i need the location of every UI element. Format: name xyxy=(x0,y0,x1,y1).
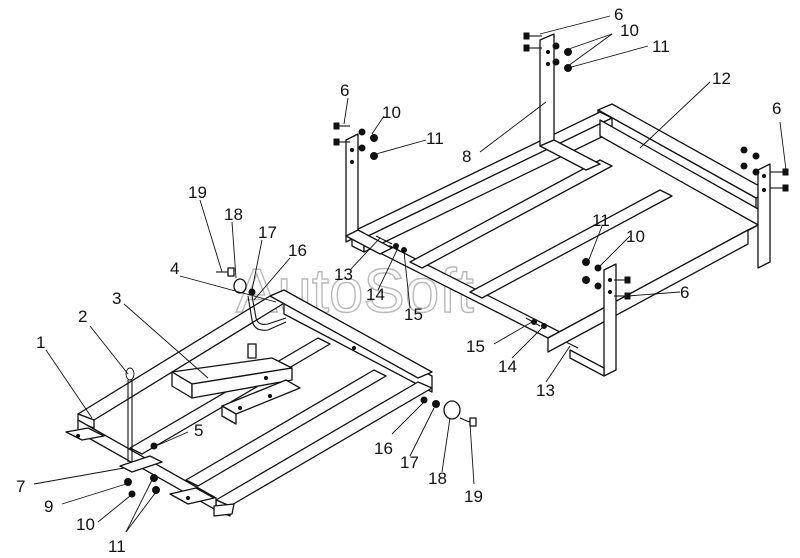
callout-6: 6 xyxy=(340,81,349,100)
callout-18: 18 xyxy=(224,205,243,224)
callout-18: 18 xyxy=(428,469,447,488)
callout-2: 2 xyxy=(78,307,87,326)
bolt-icon xyxy=(523,44,542,52)
callout-10: 10 xyxy=(76,515,95,534)
callout-14: 14 xyxy=(498,357,517,376)
bolt-icon xyxy=(770,184,789,192)
fasteners-lower-right xyxy=(420,396,477,427)
callout-3: 3 xyxy=(112,289,121,308)
callout-6: 6 xyxy=(614,5,623,24)
upper-frame-12 xyxy=(345,33,771,377)
callout-9: 9 xyxy=(44,497,53,516)
watermark-text: AutoSoft xyxy=(236,257,474,326)
callout-16: 16 xyxy=(288,241,307,260)
bolt-icon xyxy=(333,122,350,130)
callout-1: 1 xyxy=(36,333,45,352)
callout-11: 11 xyxy=(652,37,670,56)
callout-6: 6 xyxy=(772,99,781,118)
callout-6: 6 xyxy=(680,283,689,302)
callout-8: 8 xyxy=(462,147,471,166)
leader-lines xyxy=(33,15,787,533)
washers-nuts-upper xyxy=(358,42,760,290)
callout-11: 11 xyxy=(108,537,126,556)
callout-10: 10 xyxy=(626,227,645,246)
bolt-icon xyxy=(770,168,789,176)
bolt-icon xyxy=(523,32,542,40)
callout-11: 11 xyxy=(592,211,610,230)
fasteners-upper-left xyxy=(216,267,287,359)
callout-5: 5 xyxy=(194,421,203,440)
callout-19: 19 xyxy=(464,487,483,506)
callout-12: 12 xyxy=(712,69,731,88)
pins-upper xyxy=(375,235,579,349)
callout-labels: 6 10 11 12 6 10 11 8 6 11 10 6 13 14 15 … xyxy=(16,5,781,556)
bolts-6-upper xyxy=(333,32,789,300)
bolt-icon xyxy=(614,276,631,284)
callout-16: 16 xyxy=(374,439,393,458)
callout-14: 14 xyxy=(366,285,385,304)
callout-13: 13 xyxy=(536,381,555,400)
callout-10: 10 xyxy=(382,103,401,122)
callout-17: 17 xyxy=(258,223,277,242)
callout-4: 4 xyxy=(170,259,179,278)
tie-rod-2 xyxy=(125,367,135,462)
callout-11: 11 xyxy=(426,129,444,148)
callout-19: 19 xyxy=(188,183,207,202)
callout-15: 15 xyxy=(404,305,423,324)
callout-10: 10 xyxy=(620,21,639,40)
callout-7: 7 xyxy=(16,477,25,496)
callout-13: 13 xyxy=(334,265,353,284)
lower-frame-1 xyxy=(65,289,433,517)
callout-15: 15 xyxy=(466,337,485,356)
bolt-icon xyxy=(333,138,350,146)
callout-17: 17 xyxy=(400,453,419,472)
